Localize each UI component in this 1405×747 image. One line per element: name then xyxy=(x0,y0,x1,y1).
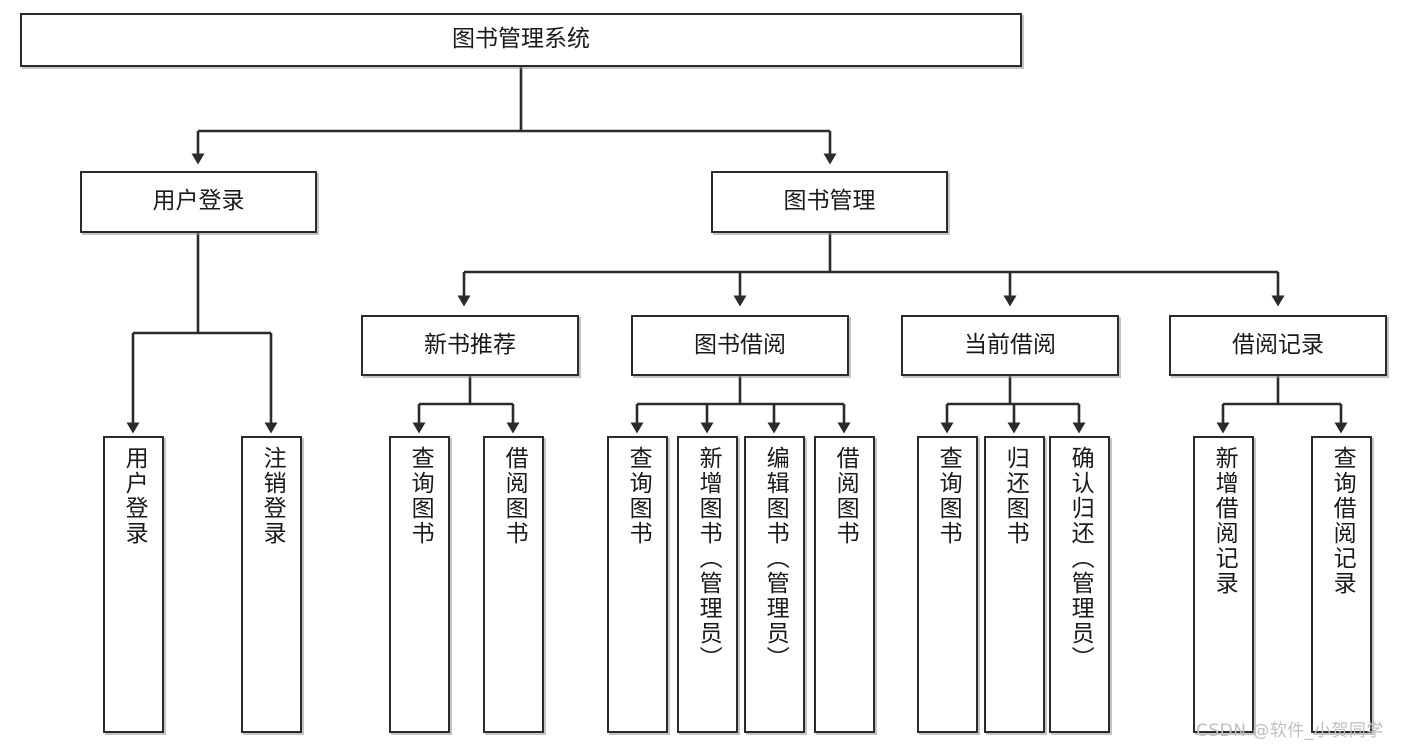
node-borrow-record-label: 借阅记录 xyxy=(1232,331,1324,358)
node-new-book-rec[interactable]: 新书推荐 xyxy=(361,315,579,376)
node-book-manage[interactable]: 图书管理 xyxy=(711,171,948,233)
node-leaf-query-record-label: 查询借阅记录 xyxy=(1329,446,1356,596)
node-leaf-query-book-2-label: 查询图书 xyxy=(625,446,652,546)
node-leaf-query-book-3-label: 查询图书 xyxy=(935,446,962,546)
node-leaf-confirm-return-label: 确认归还（管理员） xyxy=(1067,446,1094,671)
node-leaf-query-book-1[interactable]: 查询图书 xyxy=(389,436,450,733)
watermark-text: CSDN @软件_小贺同学 xyxy=(1196,721,1384,741)
node-leaf-query-book-1-label: 查询图书 xyxy=(407,446,434,546)
node-leaf-confirm-return[interactable]: 确认归还（管理员） xyxy=(1049,436,1110,733)
node-book-borrow-label: 图书借阅 xyxy=(694,331,786,358)
node-leaf-borrow-book-1-label: 借阅图书 xyxy=(501,446,528,546)
node-leaf-query-record[interactable]: 查询借阅记录 xyxy=(1311,436,1372,733)
node-leaf-edit-book[interactable]: 编辑图书（管理员） xyxy=(744,436,805,733)
node-leaf-borrow-book-2[interactable]: 借阅图书 xyxy=(814,436,875,733)
node-leaf-add-book[interactable]: 新增图书（管理员） xyxy=(677,436,738,733)
node-leaf-query-book-2[interactable]: 查询图书 xyxy=(607,436,668,733)
node-leaf-user-login[interactable]: 用户登录 xyxy=(103,436,164,733)
node-current-borrow[interactable]: 当前借阅 xyxy=(901,315,1119,376)
node-user-login[interactable]: 用户登录 xyxy=(80,171,317,233)
node-leaf-query-book-3[interactable]: 查询图书 xyxy=(917,436,978,733)
node-leaf-return-book-label: 归还图书 xyxy=(1002,446,1029,546)
node-new-book-rec-label: 新书推荐 xyxy=(424,331,516,358)
node-current-borrow-label: 当前借阅 xyxy=(964,331,1056,358)
node-leaf-edit-book-label: 编辑图书（管理员） xyxy=(762,446,789,671)
node-leaf-borrow-book-1[interactable]: 借阅图书 xyxy=(483,436,544,733)
node-leaf-user-login-label: 用户登录 xyxy=(121,446,148,546)
node-leaf-borrow-book-2-label: 借阅图书 xyxy=(832,446,859,546)
node-root-label: 图书管理系统 xyxy=(452,26,590,53)
node-book-borrow[interactable]: 图书借阅 xyxy=(631,315,849,376)
node-borrow-record[interactable]: 借阅记录 xyxy=(1169,315,1387,376)
node-leaf-return-book[interactable]: 归还图书 xyxy=(984,436,1045,733)
node-leaf-logout[interactable]: 注销登录 xyxy=(241,436,302,733)
node-leaf-logout-label: 注销登录 xyxy=(259,446,286,546)
node-leaf-add-record[interactable]: 新增借阅记录 xyxy=(1193,436,1254,733)
node-book-manage-label: 图书管理 xyxy=(783,188,876,215)
node-root[interactable]: 图书管理系统 xyxy=(20,13,1022,67)
node-leaf-add-record-label: 新增借阅记录 xyxy=(1211,446,1238,596)
node-leaf-add-book-label: 新增图书（管理员） xyxy=(695,446,722,671)
node-user-login-label: 用户登录 xyxy=(152,188,245,215)
